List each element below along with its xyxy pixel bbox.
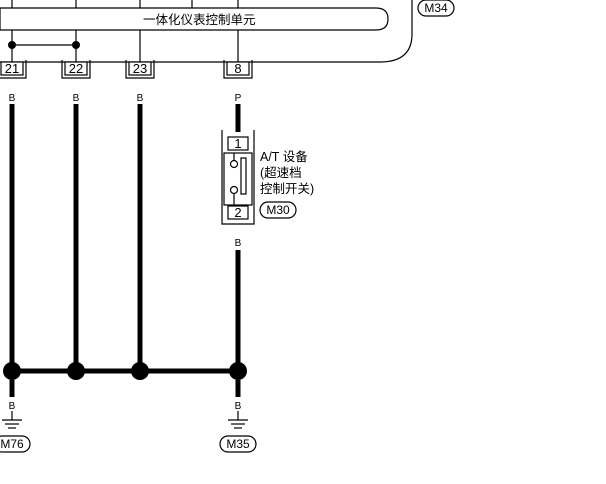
ecu-connector-badge bbox=[417, 0, 455, 17]
ground-symbol-icon bbox=[228, 419, 248, 429]
wire-color: P bbox=[235, 93, 242, 104]
switch-blade bbox=[240, 157, 247, 195]
switch-connector-badge bbox=[259, 201, 297, 219]
switch-label-line1: A/T 设备 bbox=[260, 149, 308, 164]
switch-connector-label: M30 bbox=[266, 203, 290, 217]
ecu-title: 一体化仪表控制单元 bbox=[143, 13, 256, 27]
splice-dot bbox=[67, 362, 85, 380]
switch-pin-bottom: 2 bbox=[234, 205, 241, 220]
switch-pin-top: 1 bbox=[234, 136, 241, 151]
pin-terminal-8: 8 bbox=[223, 60, 253, 79]
switch-contact bbox=[229, 185, 239, 195]
wire-color: B bbox=[73, 93, 80, 104]
junction-dot bbox=[72, 41, 80, 49]
ground-connector-label: M35 bbox=[226, 437, 250, 451]
pin-terminal-21: 21 bbox=[0, 60, 27, 79]
pin-number: 21 bbox=[5, 61, 19, 76]
splice-dot bbox=[3, 362, 21, 380]
splice-dot bbox=[131, 362, 149, 380]
pin-number: 23 bbox=[133, 61, 147, 76]
ground-connector-label: M76 bbox=[0, 437, 24, 451]
switch-body bbox=[223, 152, 253, 206]
ecu-outline bbox=[0, 0, 413, 63]
pin-number: 22 bbox=[69, 61, 83, 76]
switch-contact bbox=[229, 159, 239, 169]
junction-dot bbox=[8, 41, 16, 49]
ecu-connector-label: M34 bbox=[424, 1, 448, 15]
switch-label-line2: (超速档 bbox=[260, 165, 302, 180]
ground-connector-badge bbox=[0, 435, 31, 453]
pin-terminal-22: 22 bbox=[61, 60, 91, 79]
ecu-title-banner bbox=[0, 7, 389, 31]
switch-label-line3: 控制开关) bbox=[260, 182, 314, 196]
pin-number: 8 bbox=[234, 61, 241, 76]
ground-connector-badge bbox=[219, 435, 257, 453]
wire-color: B bbox=[235, 401, 242, 412]
wire-color: B bbox=[137, 93, 144, 104]
pin-terminal-23: 23 bbox=[125, 60, 155, 79]
overdrive-control-switch: 1 2 bbox=[221, 130, 255, 225]
wire-color: B bbox=[9, 401, 16, 412]
ground-symbol-icon bbox=[2, 419, 22, 429]
wire-color: B bbox=[9, 93, 16, 104]
splice-dot bbox=[229, 362, 247, 380]
wire-color: B bbox=[235, 238, 242, 249]
